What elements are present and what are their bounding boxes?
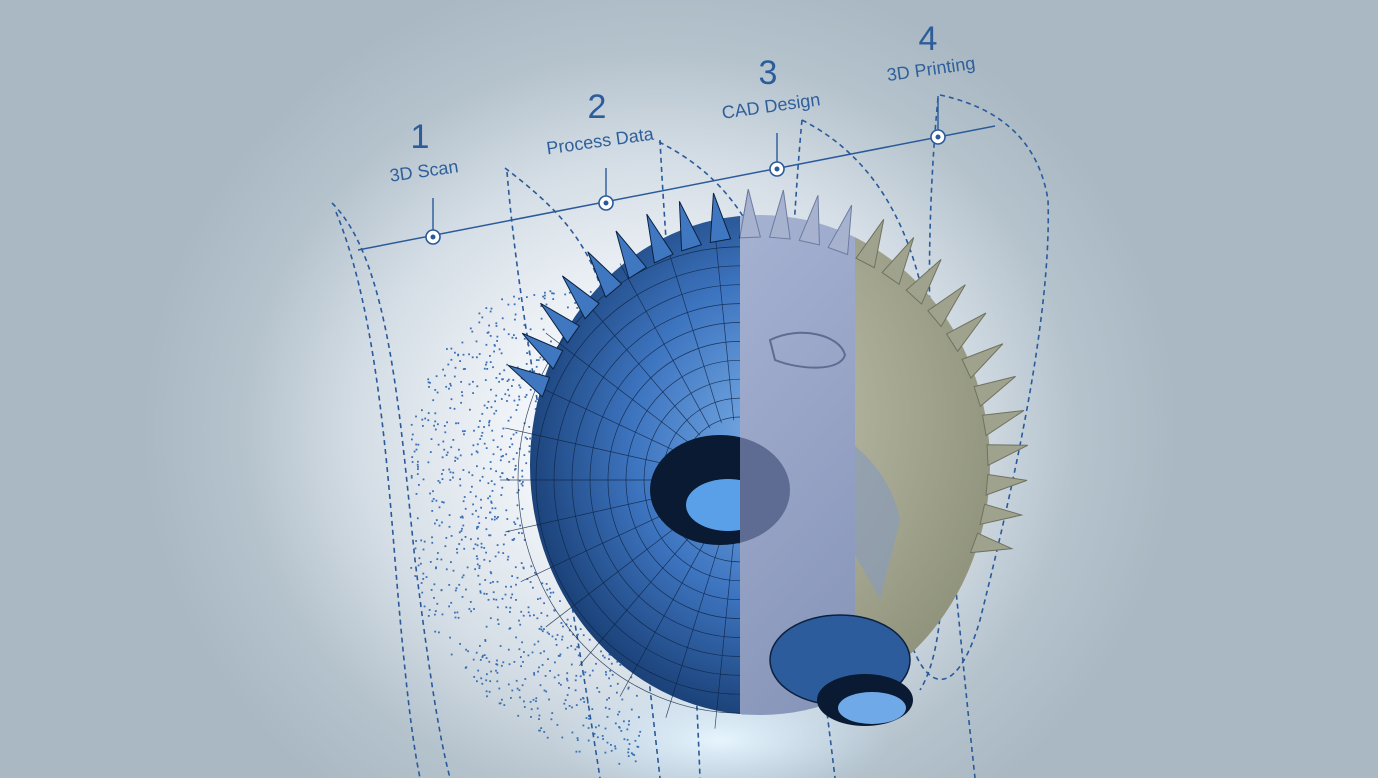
- process-timeline: [357, 96, 996, 251]
- step-4-marker: [930, 96, 946, 145]
- step-2-marker: [598, 168, 614, 211]
- outlet-nozzle: [769, 614, 913, 726]
- step-1-marker: [425, 198, 441, 245]
- step-1-number: 1: [410, 118, 430, 156]
- cad-model: [740, 189, 860, 715]
- step-2-number: 2: [587, 88, 607, 126]
- printed-model: [855, 218, 1028, 693]
- step-4-number: 4: [918, 20, 938, 58]
- step-3-marker: [769, 133, 785, 177]
- timeline-axis: [357, 125, 996, 251]
- step-3-number: 3: [758, 54, 778, 92]
- mesh-model: [500, 189, 748, 729]
